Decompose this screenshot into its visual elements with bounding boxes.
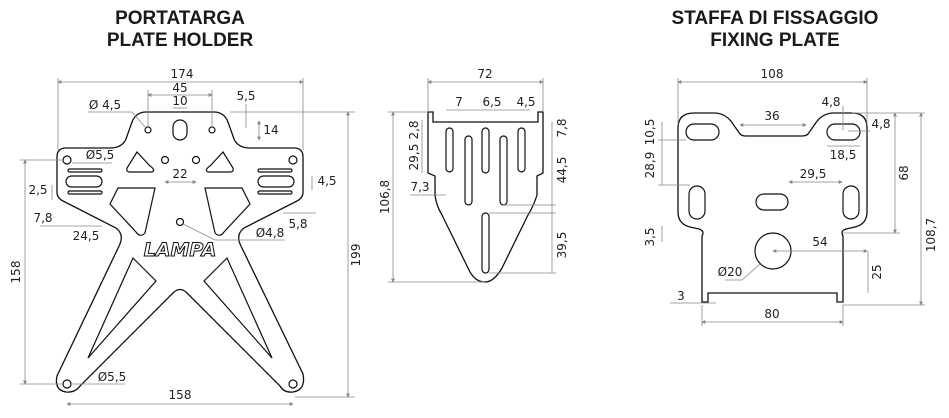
dim-center-holes: 22 (172, 167, 187, 181)
dim-height-side: 158 (9, 261, 23, 284)
dim-height-total: 106,8 (378, 180, 392, 214)
side-hole-left (62, 155, 72, 165)
side-bracket-dimensions: 72 7 6,5 4,5 106,8 2,8 29,5 7,3 7,8 44,5… (378, 67, 569, 283)
dim-slot-length: 18,5 (830, 148, 857, 162)
plate-holder-title-en: PLATE HOLDER (107, 30, 254, 51)
center-hole-left (160, 155, 170, 165)
dim-step: 3,5 (643, 227, 657, 246)
dim-slot-offset-top: 4,8 (821, 95, 840, 109)
dim-side-hole-dia: Ø5,5 (86, 148, 115, 162)
dim-hole-height: 25 (870, 264, 884, 279)
side-hole-right (288, 155, 298, 165)
dim-slot-top: 7,8 (555, 118, 569, 137)
dim-tab: 3 (677, 289, 685, 303)
dim-side-offset: 7,8 (33, 211, 52, 225)
slot-right (842, 185, 860, 220)
dim-upper-height: 68 (897, 165, 911, 180)
side-bracket-slots (445, 127, 526, 274)
dim-width: 72 (477, 67, 492, 81)
dim-right-offset: 5,8 (288, 217, 307, 231)
dim-top-offset: 2,8 (407, 120, 421, 139)
dim-width-total: 174 (171, 67, 194, 81)
side-bracket-outline (427, 111, 544, 283)
dim-slot-offset-side: 4,8 (871, 117, 890, 131)
fixing-plate-title-en: FIXING PLATE (710, 30, 839, 51)
dim-bottom-hole-dia: Ø5,5 (98, 370, 127, 384)
fixing-plate-drawing: STAFFA DI FISSAGGIO FIXING PLATE 108 36 … (643, 8, 938, 326)
side-slots-right (257, 168, 295, 195)
dim-top-slot-height: 10,5 (643, 119, 657, 146)
plate-holder-drawing: PORTATARGA PLATE HOLDER (9, 8, 363, 406)
dim-slot-width: 10 (172, 94, 187, 108)
dim-side-slot-length: 24,5 (73, 229, 100, 243)
dim-long-slot: 44,5 (555, 157, 569, 184)
dim-top-holes: 45 (172, 81, 187, 95)
dim-bottom-width: 80 (764, 307, 779, 321)
fixing-plate-title-it: STAFFA DI FISSAGGIO (672, 8, 879, 29)
lampa-logo: LAMPA (144, 239, 217, 261)
dim-bottom-slot: 39,5 (555, 232, 569, 259)
dim-slot-height: 14 (263, 123, 278, 137)
dim-side-slot-height: 4,5 (317, 174, 336, 188)
dim-top-hole-dia: Ø 4,5 (89, 98, 121, 112)
slot-left (688, 185, 706, 220)
dim-center-hole-dia: Ø4,8 (256, 226, 285, 240)
dim-side-slot-pos: 28,9 (643, 152, 657, 179)
dim-hole-center: 54 (812, 235, 827, 249)
dim-top-offset: 5,5 (236, 89, 255, 103)
dim-hole-dia: Ø20 (718, 265, 743, 279)
dim-slot-w2: 6,5 (482, 95, 501, 109)
dim-width: 108 (761, 67, 784, 81)
cutouts (87, 151, 273, 359)
bottom-hole-left (62, 379, 72, 389)
top-slot (172, 119, 188, 141)
slot-top-right (826, 123, 861, 141)
dim-short-slot: 29,5 (407, 144, 421, 171)
dim-bottom-spacing: 158 (169, 388, 192, 402)
dim-notch: 36 (764, 109, 779, 123)
dim-center-slot: 29,5 (800, 167, 827, 181)
side-slots-left (65, 168, 103, 195)
dim-height-total: 108,7 (924, 218, 938, 252)
side-bracket-drawing: 72 7 6,5 4,5 106,8 2,8 29,5 7,3 7,8 44,5… (378, 67, 569, 283)
plate-holder-title-it: PORTATARGA (115, 8, 245, 29)
plate-holder-dimensions: 174 45 10 5,5 14 Ø 4,5 Ø5,5 22 2,5 4,5 7… (9, 67, 363, 406)
slot-top-left (685, 123, 720, 141)
bottom-hole-right (288, 379, 298, 389)
dim-height-total: 199 (349, 244, 363, 267)
center-hole (175, 217, 185, 227)
dim-slot-w3: 4,5 (516, 95, 535, 109)
fixing-plate-dimensions: 108 36 4,8 4,8 18,5 10,5 28,9 29,5 3,5 5… (643, 67, 938, 326)
dim-edge-offset: 7,3 (410, 180, 429, 194)
dim-slot-gap: 2,5 (28, 183, 47, 197)
slot-center (755, 193, 789, 211)
dim-slot-w1: 7 (455, 95, 463, 109)
center-hole-right (191, 155, 201, 165)
